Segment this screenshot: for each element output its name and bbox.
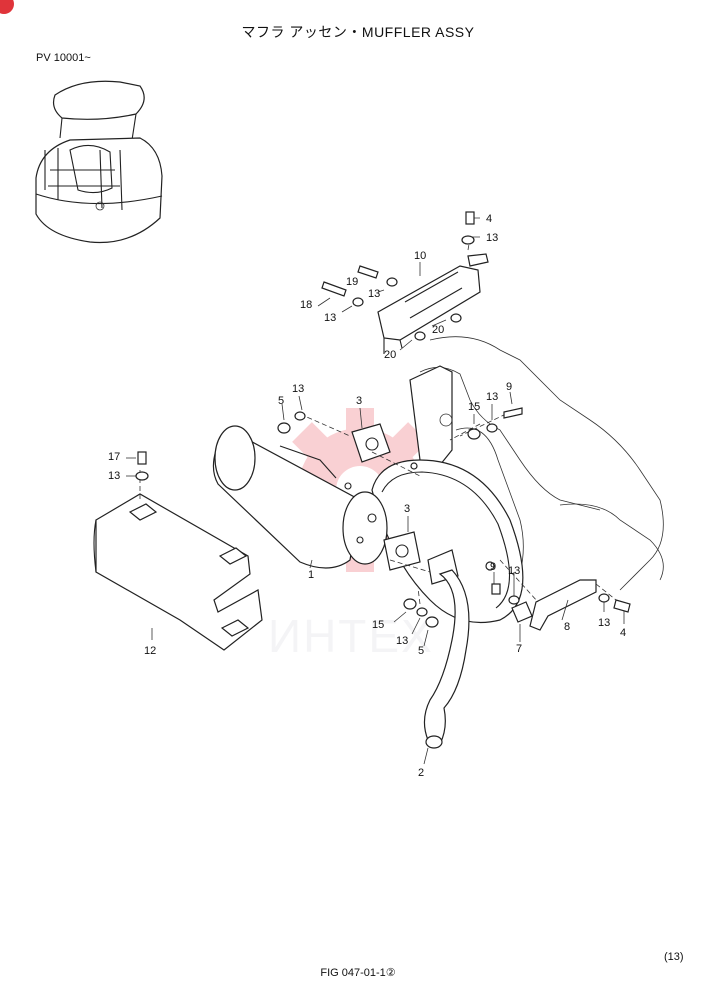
callout-13: 13 xyxy=(368,288,380,300)
washer-13-b xyxy=(386,277,398,287)
nut-20-b xyxy=(414,331,426,341)
callout-18: 18 xyxy=(300,299,312,311)
washer-13-i xyxy=(598,593,610,603)
washer-15-upper xyxy=(467,428,481,440)
washer-13-d xyxy=(294,411,306,421)
callout-9: 9 xyxy=(490,561,496,573)
page-number: (13) xyxy=(664,951,684,963)
callout-13: 13 xyxy=(324,312,336,324)
callout-4: 4 xyxy=(486,213,492,225)
callout-13: 13 xyxy=(396,635,408,647)
callout-12: 12 xyxy=(144,645,156,657)
flywheel-housing xyxy=(371,459,524,624)
callout-13: 13 xyxy=(598,617,610,629)
bolt-19 xyxy=(357,265,379,279)
engine-outline xyxy=(409,336,664,601)
bolt-4-upper xyxy=(465,211,475,225)
washer-13-c xyxy=(352,297,364,307)
nut-20-a xyxy=(450,313,462,323)
bolt-4-lower xyxy=(613,599,631,613)
callout-4: 4 xyxy=(620,627,626,639)
callout-13: 13 xyxy=(486,232,498,244)
bolt-18 xyxy=(321,281,347,297)
muffler-body-1 xyxy=(212,425,388,569)
bolt-17 xyxy=(137,451,147,465)
figure-number: FIG 047-01-1② xyxy=(320,967,396,979)
gasket-3-upper xyxy=(351,423,391,463)
bolt-9-lower xyxy=(491,583,501,595)
exhaust-pipe-2 xyxy=(423,549,470,749)
leader-lines xyxy=(126,217,625,765)
washer-13-g xyxy=(508,595,520,605)
washer-15-lower xyxy=(403,598,417,610)
callout-13: 13 xyxy=(486,391,498,403)
nut-5-upper xyxy=(277,422,291,434)
callout-13: 13 xyxy=(292,383,304,395)
callout-9: 9 xyxy=(506,381,512,393)
bracket-8 xyxy=(511,579,597,631)
corner-badge xyxy=(0,0,14,14)
serial-range-note: PV 10001~ xyxy=(36,52,91,64)
heat-cover-12 xyxy=(93,493,263,651)
callout-17: 17 xyxy=(108,451,120,463)
nut-5-lower xyxy=(425,616,439,628)
washer-13-upper xyxy=(461,235,475,245)
callout-13: 13 xyxy=(508,565,520,577)
page-title: マフラ アッセン・MUFFLER ASSY xyxy=(241,24,475,40)
callout-20: 20 xyxy=(384,349,396,361)
callout-3: 3 xyxy=(356,395,362,407)
washer-13-f xyxy=(135,471,149,481)
callout-20: 20 xyxy=(432,324,444,336)
callout-1: 1 xyxy=(308,569,314,581)
callout-5: 5 xyxy=(278,395,284,407)
callout-3: 3 xyxy=(404,503,410,515)
callout-7: 7 xyxy=(516,643,522,655)
callout-10: 10 xyxy=(414,250,426,262)
callout-19: 19 xyxy=(346,276,358,288)
fasteners xyxy=(135,211,631,628)
bolt-9-upper xyxy=(503,407,523,419)
watermark-text: ИНТЕХ xyxy=(268,610,434,662)
callout-13: 13 xyxy=(108,470,120,482)
callout-5: 5 xyxy=(418,645,424,657)
callout-15: 15 xyxy=(468,401,480,413)
callout-15: 15 xyxy=(372,619,384,631)
bracket-10 xyxy=(377,253,489,354)
callout-labels: 4 13 10 19 13 18 13 20 20 13 5 3 15 13 9… xyxy=(108,213,626,779)
washer-13-e xyxy=(486,423,498,433)
callout-2: 2 xyxy=(418,767,424,779)
washer-13-h xyxy=(416,607,428,617)
callout-8: 8 xyxy=(564,621,570,633)
machine-thumbnail xyxy=(35,80,163,244)
